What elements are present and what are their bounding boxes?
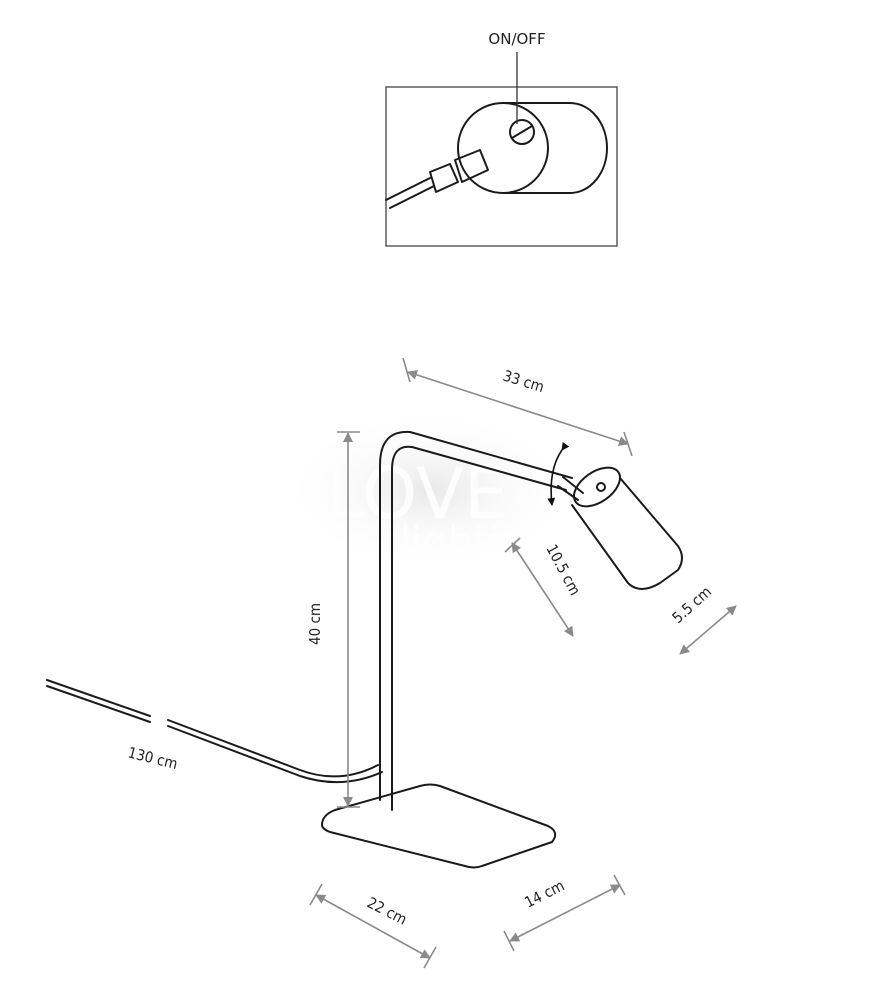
watermark: ILOVE lighting — [280, 410, 580, 570]
svg-text:lighting: lighting — [400, 519, 551, 565]
inset-cylinder-face — [457, 102, 549, 194]
inset-frame — [385, 86, 618, 247]
inset-stem — [385, 149, 489, 209]
on-off-label: ON/OFF — [488, 30, 545, 48]
dim-head-length-label: 10.5 cm — [542, 541, 584, 598]
dim-base-length — [315, 894, 431, 959]
dim-base-width — [509, 884, 621, 942]
dim-cable-label: 130 cm — [126, 743, 179, 773]
lamp-base — [321, 783, 557, 869]
dim-head-length — [511, 542, 574, 637]
dim-head-diameter-label: 5.5 cm — [669, 583, 715, 627]
dim-arm — [407, 370, 629, 446]
dim-height-label: 40 cm — [306, 603, 324, 645]
dim-arm-label: 33 cm — [501, 367, 546, 397]
lamp-stem-inner — [391, 445, 567, 811]
switch-detail-inset: ON/OFF — [385, 30, 618, 247]
inset-cylinder-body — [502, 102, 608, 194]
dim-base-width-label: 14 cm — [522, 876, 568, 911]
svg-text:ILOVE: ILOVE — [305, 453, 508, 535]
switch-icon — [509, 119, 535, 145]
rotate-arrow-icon — [547, 441, 570, 506]
dim-head-diameter — [679, 605, 737, 655]
lamp-head-face — [573, 466, 621, 508]
dim-base-length-label: 22 cm — [364, 894, 410, 929]
lamp-head-body — [571, 477, 683, 590]
power-cable — [46, 679, 383, 784]
